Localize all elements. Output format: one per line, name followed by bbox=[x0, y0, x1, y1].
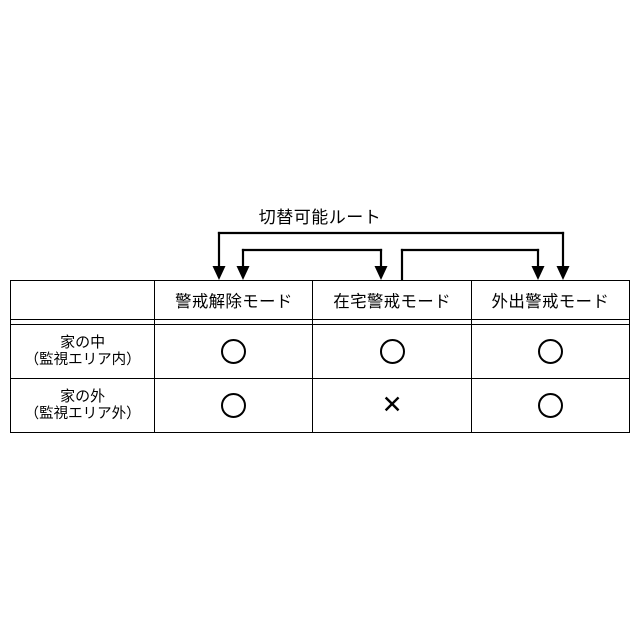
availability-cell bbox=[154, 378, 314, 433]
availability-cell: ✕ bbox=[312, 378, 472, 433]
available-circle-icon bbox=[379, 339, 405, 364]
availability-cell bbox=[470, 324, 631, 379]
route-arrows bbox=[212, 231, 570, 282]
row-header-inside-house: 家の中（監視エリア内） bbox=[9, 324, 156, 379]
available-circle-icon bbox=[537, 393, 563, 418]
availability-cell bbox=[312, 324, 472, 379]
row-label-sub: （監視エリア内） bbox=[24, 351, 141, 368]
column-header-home-mode: 在宅警戒モード bbox=[312, 280, 472, 320]
available-circle-icon bbox=[537, 339, 563, 364]
row-label-main: 家の外 bbox=[60, 388, 106, 406]
unavailable-cross-icon: ✕ bbox=[381, 391, 403, 419]
table-row: 家の中（監視エリア内） bbox=[9, 324, 631, 379]
route-arrowhead-disarm-to-away-end bbox=[556, 266, 570, 280]
table-body: 家の中（監視エリア内）家の外（監視エリア外）✕ bbox=[9, 324, 631, 433]
header-double-rule bbox=[9, 319, 631, 325]
column-header-away-mode: 外出警戒モード bbox=[470, 280, 631, 320]
column-header-disarm-mode: 警戒解除モード bbox=[154, 280, 314, 320]
availability-cell bbox=[154, 324, 314, 379]
table-corner-cell bbox=[9, 280, 156, 320]
route-arrowhead-home-to-away-end bbox=[531, 266, 545, 280]
available-circle-icon bbox=[221, 339, 247, 364]
row-label-main: 家の中 bbox=[60, 334, 106, 352]
route-arrowhead-disarm-to-home-end bbox=[374, 266, 388, 280]
route-arrowhead-disarm-to-away-start bbox=[212, 266, 226, 280]
table-header-row: 警戒解除モード 在宅警戒モード 外出警戒モード bbox=[9, 280, 631, 320]
route-arrowhead-disarm-to-home-start bbox=[236, 266, 250, 280]
availability-cell bbox=[470, 378, 631, 433]
route-label: 切替可能ルート bbox=[258, 208, 382, 227]
row-header-outside-house: 家の外（監視エリア外） bbox=[9, 378, 156, 433]
row-label-sub: （監視エリア外） bbox=[24, 405, 141, 422]
available-circle-icon bbox=[221, 393, 247, 418]
mode-availability-table: 警戒解除モード 在宅警戒モード 外出警戒モード 家の中（監視エリア内）家の外（監… bbox=[9, 280, 631, 433]
table-row: 家の外（監視エリア外） ✕ bbox=[9, 378, 631, 433]
